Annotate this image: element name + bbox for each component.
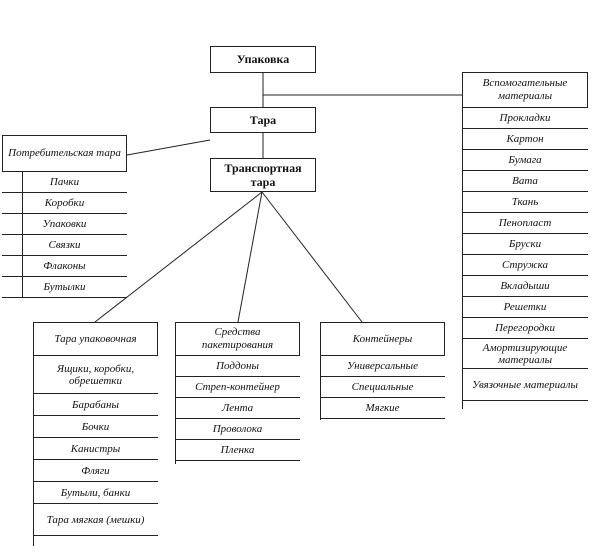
auxiliary-item: Вата bbox=[462, 171, 588, 192]
auxiliary-item: Решетки bbox=[462, 297, 588, 318]
auxiliary-item: Стружка bbox=[462, 255, 588, 276]
auxiliary-item: Картон bbox=[462, 129, 588, 150]
transport-tara-node: Транспортная тара bbox=[210, 158, 316, 192]
auxiliary-item: Перегородки bbox=[462, 318, 588, 339]
auxiliary-left-bar bbox=[462, 108, 463, 409]
packing-item: Барабаны bbox=[33, 394, 158, 416]
consumer-item: Флаконы bbox=[2, 256, 127, 277]
packaging-means-left-bar bbox=[175, 356, 176, 464]
packing-title: Тара упаковочная bbox=[33, 322, 158, 356]
consumer-item: Связки bbox=[2, 235, 127, 256]
containers-item: Специальные bbox=[320, 377, 445, 398]
root-node: Упаковка bbox=[210, 46, 316, 73]
packaging-means-item: Проволока bbox=[175, 419, 300, 440]
packing-item: Тара мягкая (мешки) bbox=[33, 504, 158, 536]
packing-item: Ящики, коробки, обрешетки bbox=[33, 356, 158, 394]
auxiliary-item: Ткань bbox=[462, 192, 588, 213]
packaging-means-item: Поддоны bbox=[175, 356, 300, 377]
consumer-title: Потребительская тара bbox=[2, 135, 127, 172]
packing-item: Бочки bbox=[33, 416, 158, 438]
containers-title: Контейнеры bbox=[320, 322, 445, 356]
consumer-item: Коробки bbox=[2, 193, 127, 214]
packing-item: Фляги bbox=[33, 460, 158, 482]
auxiliary-item: Вкладыши bbox=[462, 276, 588, 297]
auxiliary-item: Бруски bbox=[462, 234, 588, 255]
consumer-item: Бутылки bbox=[2, 277, 127, 298]
containers-item: Универсальные bbox=[320, 356, 445, 377]
tara-node: Тара bbox=[210, 107, 316, 133]
auxiliary-title: Вспомогательные материалы bbox=[462, 72, 588, 108]
packaging-means-item: Пленка bbox=[175, 440, 300, 461]
auxiliary-item: Прокладки bbox=[462, 108, 588, 129]
line-transport-to-packing bbox=[94, 191, 263, 323]
line-transport-to-containers bbox=[261, 191, 363, 323]
auxiliary-item: Бумага bbox=[462, 150, 588, 171]
packing-item: Бутыли, банки bbox=[33, 482, 158, 504]
consumer-item: Пачки bbox=[2, 172, 127, 193]
consumer-item: Упаковки bbox=[2, 214, 127, 235]
packing-column: Тара упаковочная Ящики, коробки, обрешет… bbox=[33, 322, 158, 548]
packing-item: Канистры bbox=[33, 438, 158, 460]
auxiliary-item: Амортизирующие материалы bbox=[462, 339, 588, 369]
containers-left-bar bbox=[320, 356, 321, 420]
line-tara-to-consumer bbox=[126, 139, 211, 156]
line-transport-to-packaging-means bbox=[237, 191, 263, 323]
packing-left-bar bbox=[33, 356, 34, 546]
auxiliary-item: Увязочные материалы bbox=[462, 369, 588, 401]
auxiliary-item: Пенопласт bbox=[462, 213, 588, 234]
consumer-left-bar bbox=[22, 172, 23, 298]
packaging-means-item: Стреп-контейнер bbox=[175, 377, 300, 398]
containers-item: Мягкие bbox=[320, 398, 445, 419]
packaging-means-title: Средства пакетирования bbox=[175, 322, 300, 356]
packaging-means-item: Лента bbox=[175, 398, 300, 419]
